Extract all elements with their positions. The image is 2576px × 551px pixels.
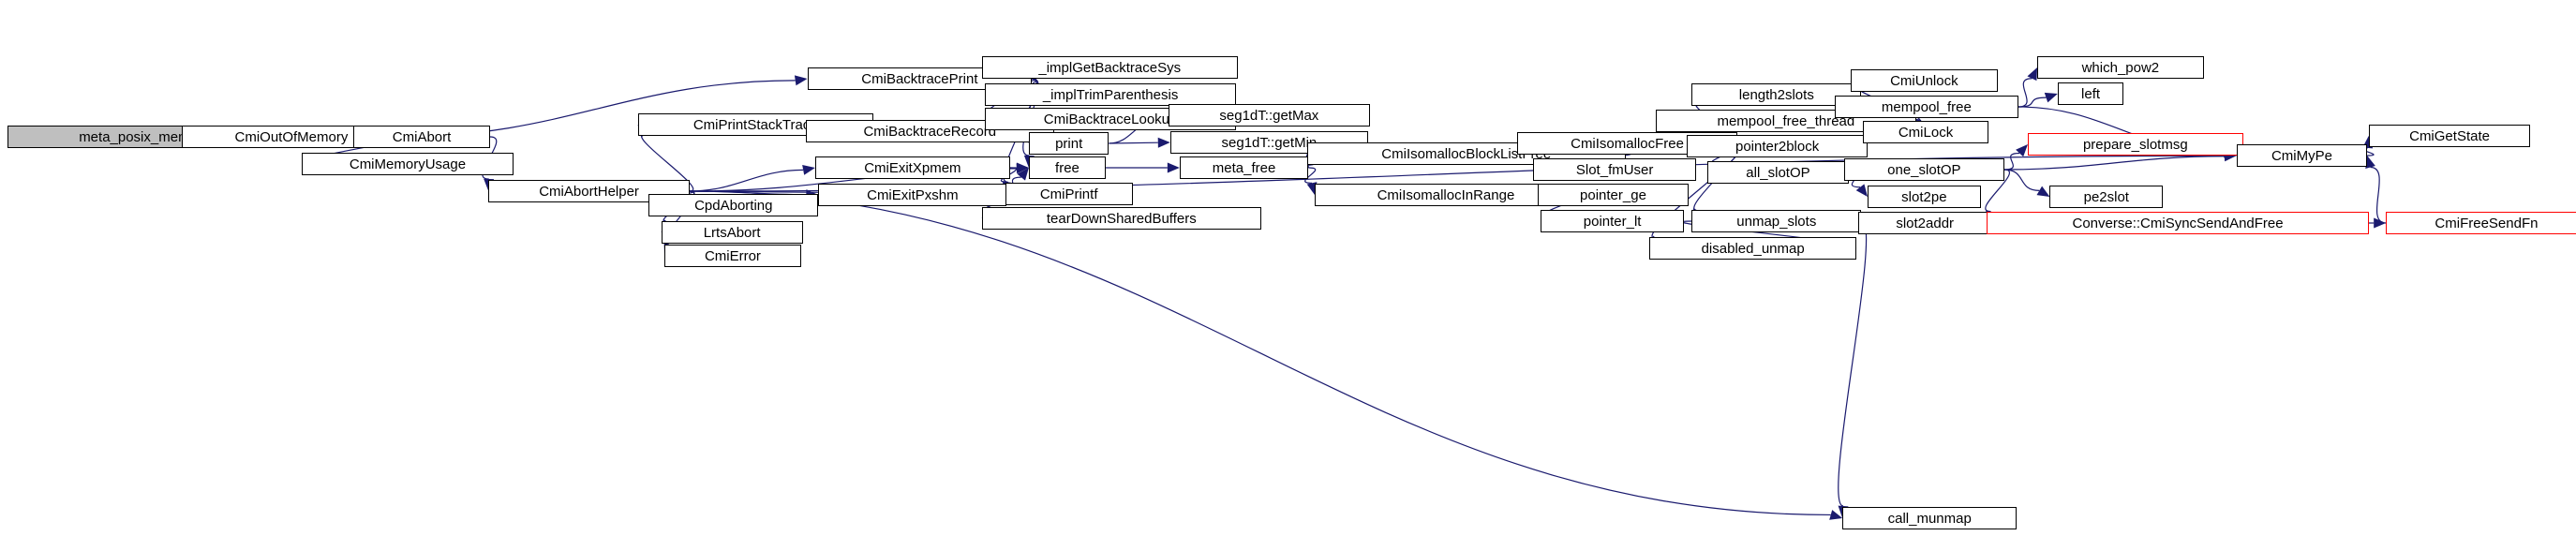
graph-node-cmigetstate[interactable]: CmiGetState — [2368, 125, 2531, 147]
graph-node-cmiaborthelper[interactable]: CmiAbortHelper — [488, 180, 690, 202]
edge-arrowhead — [1157, 137, 1170, 148]
graph-node-meta-free[interactable]: meta_free — [1179, 156, 1309, 179]
graph-node-pe2slot[interactable]: pe2slot — [2049, 186, 2164, 208]
edge-arrowhead — [2027, 67, 2038, 82]
edge-cmiaborthelper-to-cmiexitxpmem — [689, 169, 804, 192]
graph-node-slot2pe[interactable]: slot2pe — [1868, 186, 1981, 208]
edge-arrowhead — [1829, 510, 1843, 520]
edge-print-to-seg1dt-getmin — [1109, 141, 1158, 144]
graph-node-cmiisomallocinrange[interactable]: CmiIsomallocInRange — [1314, 184, 1577, 206]
graph-node-prepare-slotmsg[interactable]: prepare_slotmsg — [2027, 133, 2243, 156]
graph-node-cpdaborting[interactable]: CpdAborting — [648, 194, 819, 216]
edge-arrowhead — [1855, 184, 1869, 197]
edge-arrowhead — [2374, 217, 2387, 229]
graph-node-teardownsharedbuffers[interactable]: tearDownSharedBuffers — [981, 207, 1261, 230]
graph-node-cmiprintf[interactable]: CmiPrintf — [1005, 183, 1133, 205]
edge-arrowhead — [1016, 162, 1029, 173]
graph-node-unmap-slots[interactable]: unmap_slots — [1691, 210, 1862, 232]
graph-node--implgetbacktracesys[interactable]: _implGetBacktraceSys — [981, 56, 1238, 79]
edge-arrowhead — [802, 164, 815, 175]
graph-node-mempool-free[interactable]: mempool_free — [1834, 96, 2018, 118]
graph-node-converse-cmisyncsendandfree[interactable]: Converse::CmiSyncSendAndFree — [1987, 212, 2369, 234]
edge-one-slotop-to-prepare-slotmsg — [2003, 152, 2020, 171]
graph-node-cmiunlock[interactable]: CmiUnlock — [1850, 69, 1999, 92]
edge-unmap-slots-to-call-munmap — [1838, 220, 1868, 507]
graph-node-pointer-ge[interactable]: pointer_ge — [1538, 184, 1689, 206]
graph-node-cmifreesendfn[interactable]: CmiFreeSendFn — [2386, 212, 2576, 234]
graph-node-cmimype[interactable]: CmiMyPe — [2236, 144, 2368, 167]
graph-node-cmimemoryusage[interactable]: CmiMemoryUsage — [301, 153, 514, 175]
graph-node-cmiexitpxshm[interactable]: CmiExitPxshm — [818, 184, 1007, 206]
graph-node-left[interactable]: left — [2057, 82, 2124, 105]
edge-mempool-free-to-left — [2018, 97, 2047, 108]
graph-node-all-slotop[interactable]: all_slotOP — [1707, 161, 1849, 184]
graph-node-free[interactable]: free — [1028, 156, 1107, 179]
edge-arrowhead — [1167, 162, 1180, 173]
graph-node-cmiexitxpmem[interactable]: CmiExitXpmem — [814, 156, 1010, 179]
edge-arrowhead — [2016, 144, 2028, 157]
edge-arrowhead — [2036, 186, 2050, 197]
graph-node-one-slotop[interactable]: one_slotOP — [1843, 158, 2004, 181]
edge-arrowhead — [1017, 168, 1029, 181]
graph-node-slot2addr[interactable]: slot2addr — [1857, 212, 1992, 234]
edge-arrowhead — [1016, 163, 1029, 174]
graph-node-pointer2block[interactable]: pointer2block — [1687, 135, 1868, 157]
graph-node-length2slots[interactable]: length2slots — [1691, 83, 1862, 106]
graph-node-lrtsabort[interactable]: LrtsAbort — [661, 221, 803, 244]
graph-node-pointer-lt[interactable]: pointer_lt — [1541, 210, 1684, 232]
graph-node-cmilock[interactable]: CmiLock — [1862, 121, 1989, 143]
graph-node-disabled-unmap[interactable]: disabled_unmap — [1649, 237, 1857, 260]
edge-arrowhead — [794, 75, 808, 86]
graph-node-cmiabort[interactable]: CmiAbort — [353, 126, 490, 148]
edge-one-slotop-to-cmimype — [2003, 156, 2225, 171]
graph-node-print[interactable]: print — [1028, 132, 1109, 155]
graph-node-slot-fmuser[interactable]: Slot_fmUser — [1532, 158, 1697, 181]
graph-node-which-pow2[interactable]: which_pow2 — [2037, 56, 2204, 79]
graph-node-cmierror[interactable]: CmiError — [664, 245, 801, 267]
graph-node-seg1dt-getmax[interactable]: seg1dT::getMax — [1169, 104, 1370, 127]
graph-node-call-munmap[interactable]: call_munmap — [1842, 507, 2018, 529]
graph-node--impltrimparenthesis[interactable]: _implTrimParenthesis — [984, 83, 1237, 106]
edge-arrowhead — [2044, 92, 2058, 103]
edge-mempool-free-to-which-pow2 — [2018, 78, 2033, 108]
edge-cmifreesendfn-to-cmimype — [2370, 166, 2387, 224]
edge-one-slotop-to-pe2slot — [2003, 169, 2040, 191]
